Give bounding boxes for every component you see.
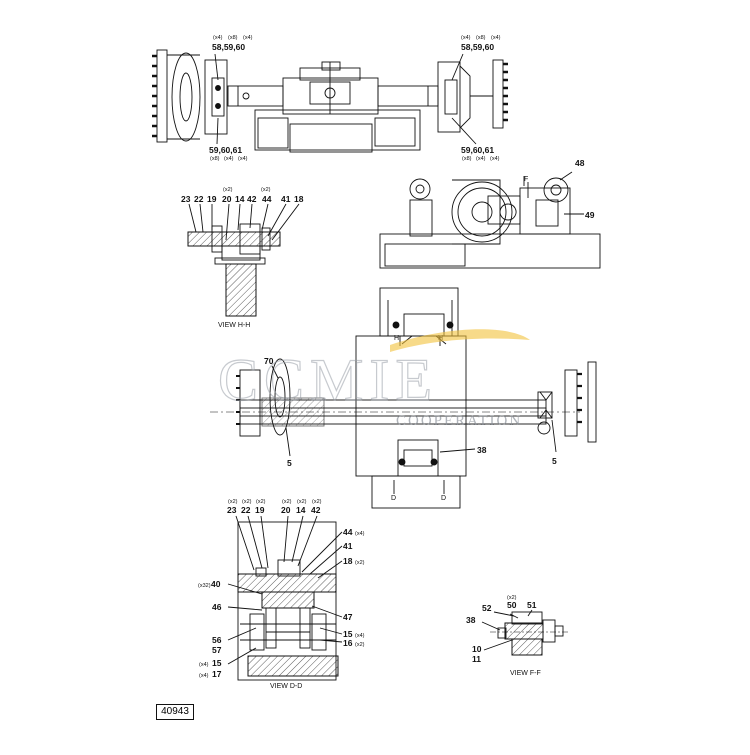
qty-label: (x2) (228, 499, 238, 505)
callout-50: 50 (507, 600, 517, 610)
qty-label: (x2) (223, 187, 233, 193)
section-label-h: H (394, 335, 399, 342)
watermark-tagline: COOPERATION (396, 413, 522, 429)
callout-57: 57 (212, 645, 222, 655)
callout-19: 19 (207, 194, 217, 204)
section-label-f: F (524, 176, 528, 183)
view-hh-callouts: (x2) (x2) 23 22 19 20 14 42 44 41 18 VIE… (181, 187, 304, 329)
callout-18: 18 (343, 556, 353, 566)
top-view-axle-assembly (152, 49, 508, 153)
qty-label: (x4) (224, 156, 234, 162)
view-hh-caption: VIEW H-H (218, 322, 250, 329)
section-label-d: D (441, 495, 446, 502)
callout-47: 47 (343, 612, 353, 622)
view-ff-section (481, 609, 570, 656)
callout-59-60-61-left: 59,60,61 (209, 145, 242, 155)
callout-23: 23 (227, 505, 237, 515)
qty-label: (x4) (199, 662, 209, 668)
brand-watermark: CCMIE COOPERATION (217, 329, 530, 429)
document-number-box: 40943 (156, 704, 194, 720)
qty-label: (x2) (312, 499, 322, 505)
qty-label: (x2) (256, 499, 266, 505)
qty-label: (x2) (261, 187, 271, 193)
callout-52: 52 (482, 603, 492, 613)
qty-label: (x4) (213, 35, 223, 41)
callout-23: 23 (181, 194, 191, 204)
watermark-brand-text: CCMIE (218, 347, 438, 413)
view-hh-section (187, 203, 300, 317)
callout-19: 19 (255, 505, 265, 515)
view-dd-callouts: (x2) (x2) (x2) (x2) (x2) (x2) 23 22 19 2… (198, 499, 365, 690)
callout-15: 15 (212, 658, 222, 668)
view-dd-section (227, 515, 343, 681)
qty-label: (x4) (490, 156, 500, 162)
callout-22: 22 (194, 194, 204, 204)
qty-label: (x4) (491, 35, 501, 41)
callout-5-right: 5 (552, 456, 557, 466)
callout-18: 18 (294, 194, 304, 204)
callout-10: 10 (472, 644, 482, 654)
side-view-assembly (379, 171, 601, 269)
qty-label: (x2) (507, 595, 517, 601)
callout-70: 70 (264, 356, 274, 366)
callout-5-left: 5 (287, 458, 292, 468)
callout-51: 51 (527, 600, 537, 610)
callout-42: 42 (311, 505, 321, 515)
callout-11: 11 (472, 654, 481, 664)
main-front-view (210, 287, 597, 509)
qty-label: (x8) (462, 156, 472, 162)
section-label-d: D (391, 495, 396, 502)
callout-58-59-60-right: 58,59,60 (461, 42, 494, 52)
qty-label: (x4) (355, 531, 365, 537)
qty-label: (x8) (228, 35, 238, 41)
qty-label: (x2) (242, 499, 252, 505)
side-view-callouts: 48 49 F (524, 158, 595, 220)
qty-label: (x2) (282, 499, 292, 505)
qty-label: (x4) (461, 35, 471, 41)
qty-label: (x4) (238, 156, 248, 162)
callout-58-59-60-left: 58,59,60 (212, 42, 245, 52)
qty-label: (x4) (355, 633, 365, 639)
callout-14: 14 (296, 505, 306, 515)
qty-label: (x8) (210, 156, 220, 162)
callout-42: 42 (247, 194, 257, 204)
callout-22: 22 (241, 505, 251, 515)
qty-label: (x2) (355, 560, 365, 566)
qty-label: (x4) (243, 35, 253, 41)
callout-44: 44 (343, 527, 353, 537)
qty-label: (x2) (297, 499, 307, 505)
callout-20: 20 (281, 505, 291, 515)
callout-17: 17 (212, 669, 222, 679)
callout-48: 48 (575, 158, 585, 168)
qty-label: (x2) (355, 642, 365, 648)
view-ff-caption: VIEW F-F (510, 670, 541, 677)
callout-44: 44 (262, 194, 272, 204)
callout-56: 56 (212, 635, 222, 645)
top-view-callouts: (x4) (x8) (x4) 58,59,60 (x4) (x8) (x4) 5… (209, 35, 501, 162)
callout-41: 41 (343, 541, 353, 551)
callout-59-60-61-right: 59,60,61 (461, 145, 494, 155)
callout-14: 14 (235, 194, 245, 204)
qty-label: (x4) (476, 156, 486, 162)
callout-20: 20 (222, 194, 232, 204)
callout-38: 38 (466, 615, 476, 625)
qty-label: (x4) (199, 673, 209, 679)
view-dd-caption: VIEW D-D (270, 683, 302, 690)
watermark-swoosh (390, 329, 530, 352)
qty-label: (x32) (198, 583, 211, 589)
callout-38: 38 (477, 445, 487, 455)
callout-49: 49 (585, 210, 595, 220)
callout-46: 46 (212, 602, 222, 612)
qty-label: (x8) (476, 35, 486, 41)
callout-40: 40 (211, 579, 221, 589)
view-ff-callouts: (x2) 52 50 51 38 10 11 VIEW F-F (466, 595, 541, 677)
callout-15: 15 (343, 629, 353, 639)
callout-16: 16 (343, 638, 353, 648)
callout-41: 41 (281, 194, 291, 204)
